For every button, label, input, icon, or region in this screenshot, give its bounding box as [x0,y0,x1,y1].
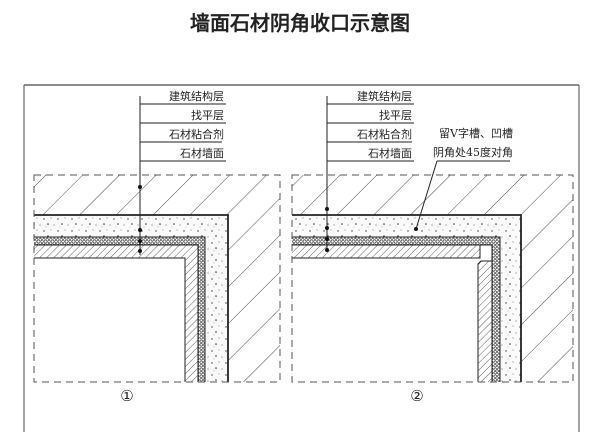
panel-1-label-stone: 石材墙面 [180,146,224,160]
groove-annotation-line-1: 留V字槽、凹槽 [439,126,513,140]
panel-2-label-structure: 建筑结构层 [357,89,412,103]
diagram-title: 墙面石材阴角收口示意图 [190,11,410,35]
panel-2-label-adhesive: 石材粘合剂 [357,127,412,141]
panel-1-detail: 建筑结构层 找平层 石材粘合剂 石材墙面 ① [33,89,281,405]
panel-1-label-structure: 建筑结构层 [169,89,224,103]
panel-2-detail: 建筑结构层 找平层 石材粘合剂 石材墙面 留V字槽、凹槽 阴角处45度对角 ② [291,89,574,405]
panel-1-label-adhesive: 石材粘合剂 [169,127,224,141]
groove-annotation-line-2: 阴角处45度对角 [433,145,513,159]
drawing-frame [23,84,580,432]
panel-1-number: ① [120,387,133,405]
panel-2-number: ② [410,387,423,405]
panel-2-label-stone: 石材墙面 [368,146,412,160]
panel-2-label-leveling: 找平层 [379,108,412,122]
panel-1-label-leveling: 找平层 [191,108,224,122]
